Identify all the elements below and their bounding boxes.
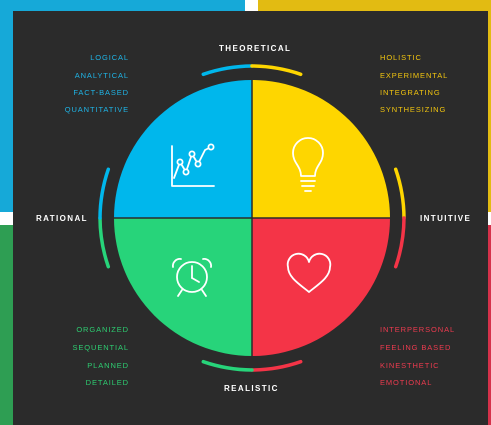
trait-top-right-3: INTEGRATING xyxy=(380,88,441,97)
arc-left-green xyxy=(98,216,111,269)
trait-top-left-2: ANALYTICAL xyxy=(74,71,129,80)
trait-bottom-left-1: ORGANIZED xyxy=(76,325,129,334)
trait-bottom-right-2: FEELING BASED xyxy=(380,343,452,352)
quadrant-top-right xyxy=(252,80,390,218)
line-chart-icon xyxy=(171,143,215,187)
quadrant-bottom-right xyxy=(252,218,390,356)
trait-top-right-4: SYNTHESIZING xyxy=(380,105,447,114)
arc-right-yellow xyxy=(393,167,406,220)
trait-top-right-1: HOLISTIC xyxy=(380,53,422,62)
quadrant-bottom-left xyxy=(114,218,252,356)
trait-bottom-left-4: DETAILED xyxy=(85,378,129,387)
trait-bottom-right-3: KINESTHETIC xyxy=(380,361,440,370)
trait-top-right-2: EXPERIMENTAL xyxy=(380,71,449,80)
arc-top-blue xyxy=(201,64,254,77)
arc-bottom-red xyxy=(250,359,303,372)
trait-top-left-3: FACT-BASED xyxy=(73,88,129,97)
axis-right-label: INTUITIVE xyxy=(420,214,472,223)
trait-bottom-left-2: SEQUENTIAL xyxy=(72,343,129,352)
arc-right-red xyxy=(393,216,406,269)
arc-top-yellow xyxy=(250,64,303,77)
arc-bottom-green xyxy=(201,359,254,372)
trait-top-left-4: QUANTITATIVE xyxy=(64,105,129,114)
quadrant-top-left xyxy=(114,80,252,218)
alarm-clock-icon xyxy=(172,258,212,297)
trait-bottom-left-3: PLANNED xyxy=(87,361,129,370)
trait-bottom-right-4: EMOTIONAL xyxy=(380,378,433,387)
axis-bottom-label: REALISTIC xyxy=(224,384,279,393)
axis-top-label: THEORETICAL xyxy=(219,44,292,53)
trait-top-left-1: LOGICAL xyxy=(90,53,129,62)
trait-bottom-right-1: INTERPERSONAL xyxy=(380,325,456,334)
heart-icon xyxy=(286,252,332,293)
lightbulb-icon xyxy=(292,137,324,192)
arc-left-blue xyxy=(98,167,111,220)
axis-left-label: RATIONAL xyxy=(36,214,88,223)
